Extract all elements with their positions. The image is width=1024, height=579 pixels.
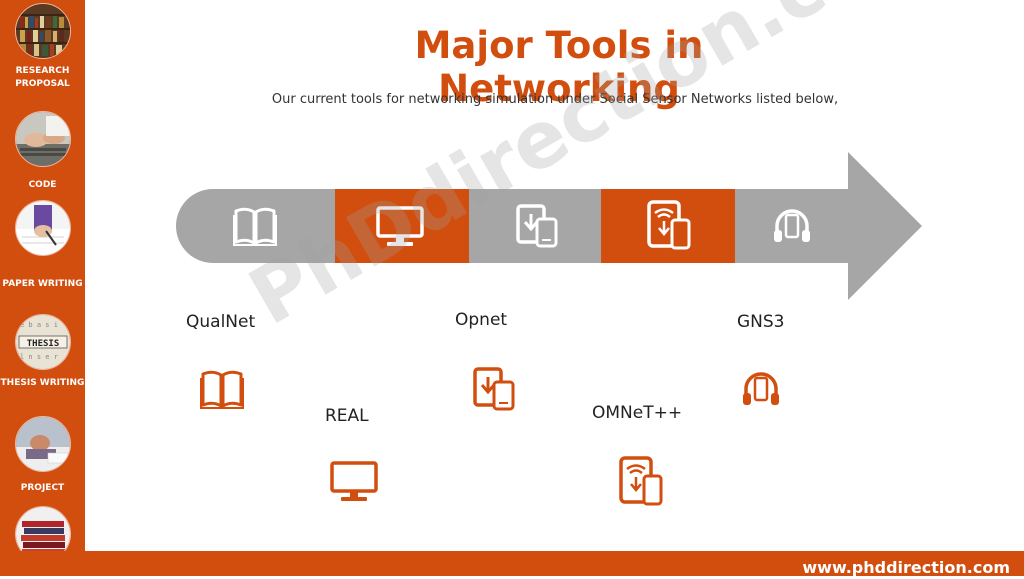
sidebar-item-label: RESEARCH PROPOSAL [15,66,70,89]
monitor-icon [376,206,424,246]
arrow-head [848,152,922,300]
headphones-phone-icon [743,372,779,405]
sidebar-item-label: PROJECT [20,483,65,493]
sidebar-item-code[interactable]: CODE [0,111,85,192]
book-icon [200,370,244,409]
thesis-letters-thumbnail: e b a s i l n s e r THESIS [14,314,71,370]
tablet-wifi-icon [647,200,691,250]
sidebar-item-research-proposal[interactable]: RESEARCH PROPOSAL [0,3,85,91]
book-icon [233,207,277,246]
page-subtitle: Our current tools for networking simulat… [271,92,839,107]
bookshelf-thumbnail [14,3,71,59]
sidebar-item-project[interactable]: PROJECT [0,416,85,495]
sidebar: RESEARCH PROPOSAL CODE [0,0,85,577]
person-at-desk-thumbnail [14,416,71,472]
page-title: Major Tools in Networking [414,24,704,110]
sidebar-item-label: CODE [28,180,57,190]
footer-website-link[interactable]: www.phddirection.com [802,558,1010,577]
tablet-wifi-icon [619,456,663,506]
tool-label-omnetpp: OMNeT++ [592,403,683,423]
tool-label-qualnet: QualNet [186,312,256,332]
sidebar-item-paper-writing[interactable]: PAPER WRITING [0,200,85,291]
sidebar-item-label: PAPER WRITING [2,279,83,289]
svg-text:THESIS: THESIS [26,339,59,349]
devices-download-icon [516,204,558,248]
devices-download-icon [473,367,515,411]
sidebar-item-label: THESIS WRITING [0,378,85,388]
tool-label-real: REAL [325,406,369,426]
typing-hands-thumbnail [14,111,71,167]
tool-label-gns3: GNS3 [737,312,785,332]
arrow-segment-5 [735,189,849,263]
footer-bar: www.phddirection.com [0,551,1024,577]
svg-text:l n s e r: l n s e r [20,353,58,361]
tool-label-opnet: Opnet [455,310,508,330]
headphones-phone-icon [774,209,810,242]
svg-text:e b a s i: e b a s i [20,321,58,329]
arrow-segment-2 [335,189,469,263]
writing-hand-thumbnail [14,200,71,256]
sidebar-item-thesis-writing[interactable]: e b a s i l n s e r THESIS THESIS WRITIN… [0,314,85,390]
monitor-icon [330,461,378,501]
